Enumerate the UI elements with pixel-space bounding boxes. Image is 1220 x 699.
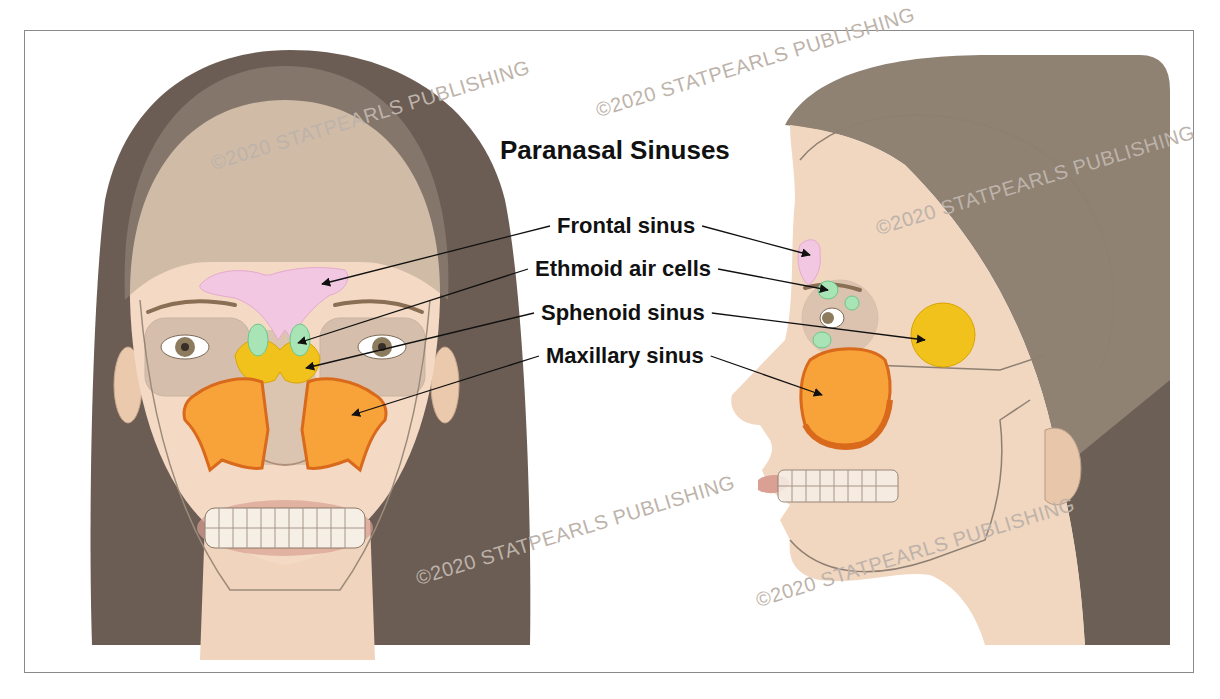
frontal-sinus xyxy=(200,268,348,340)
leader-line xyxy=(298,269,528,343)
leader-line xyxy=(306,313,534,368)
sinus-label: Frontal sinus xyxy=(557,213,695,239)
frame xyxy=(25,31,1194,673)
teeth-lines xyxy=(778,470,898,502)
ethmoid-cells xyxy=(813,332,831,348)
sinus-label: Sphenoid sinus xyxy=(541,300,705,326)
ethmoid-cells xyxy=(248,324,268,356)
iris xyxy=(175,337,195,357)
iris xyxy=(822,312,834,324)
maxillary-sinus xyxy=(302,379,386,470)
teeth xyxy=(205,508,365,548)
lips xyxy=(197,500,373,556)
maxillary-sinus xyxy=(184,379,268,470)
cranium-outline xyxy=(800,115,1114,370)
iris xyxy=(372,337,392,357)
leader-line xyxy=(352,356,539,415)
sinus-label: Ethmoid air cells xyxy=(535,256,711,282)
face xyxy=(731,125,1085,645)
side-head xyxy=(731,55,1170,645)
sinus-label: Maxillary sinus xyxy=(546,343,704,369)
skull-outline xyxy=(140,300,430,590)
leader-lines xyxy=(298,226,925,415)
leader-line xyxy=(702,226,810,255)
pupil xyxy=(181,343,189,351)
maxillary-edge xyxy=(805,400,890,447)
eye xyxy=(820,308,844,328)
leader-line xyxy=(711,356,822,395)
leader-line xyxy=(712,313,925,340)
eye xyxy=(358,335,406,359)
teeth-lines xyxy=(205,508,365,548)
orbit xyxy=(802,280,878,356)
eye xyxy=(161,335,209,359)
sphenoid-sinus xyxy=(911,303,975,367)
frontal-sinus xyxy=(798,240,820,285)
leader-line xyxy=(718,269,828,290)
ethmoid-cells xyxy=(845,296,859,310)
diagram-title: Paranasal Sinuses xyxy=(500,135,730,165)
teeth xyxy=(778,470,898,502)
leader-line xyxy=(322,226,550,284)
eyebrow xyxy=(148,301,235,312)
